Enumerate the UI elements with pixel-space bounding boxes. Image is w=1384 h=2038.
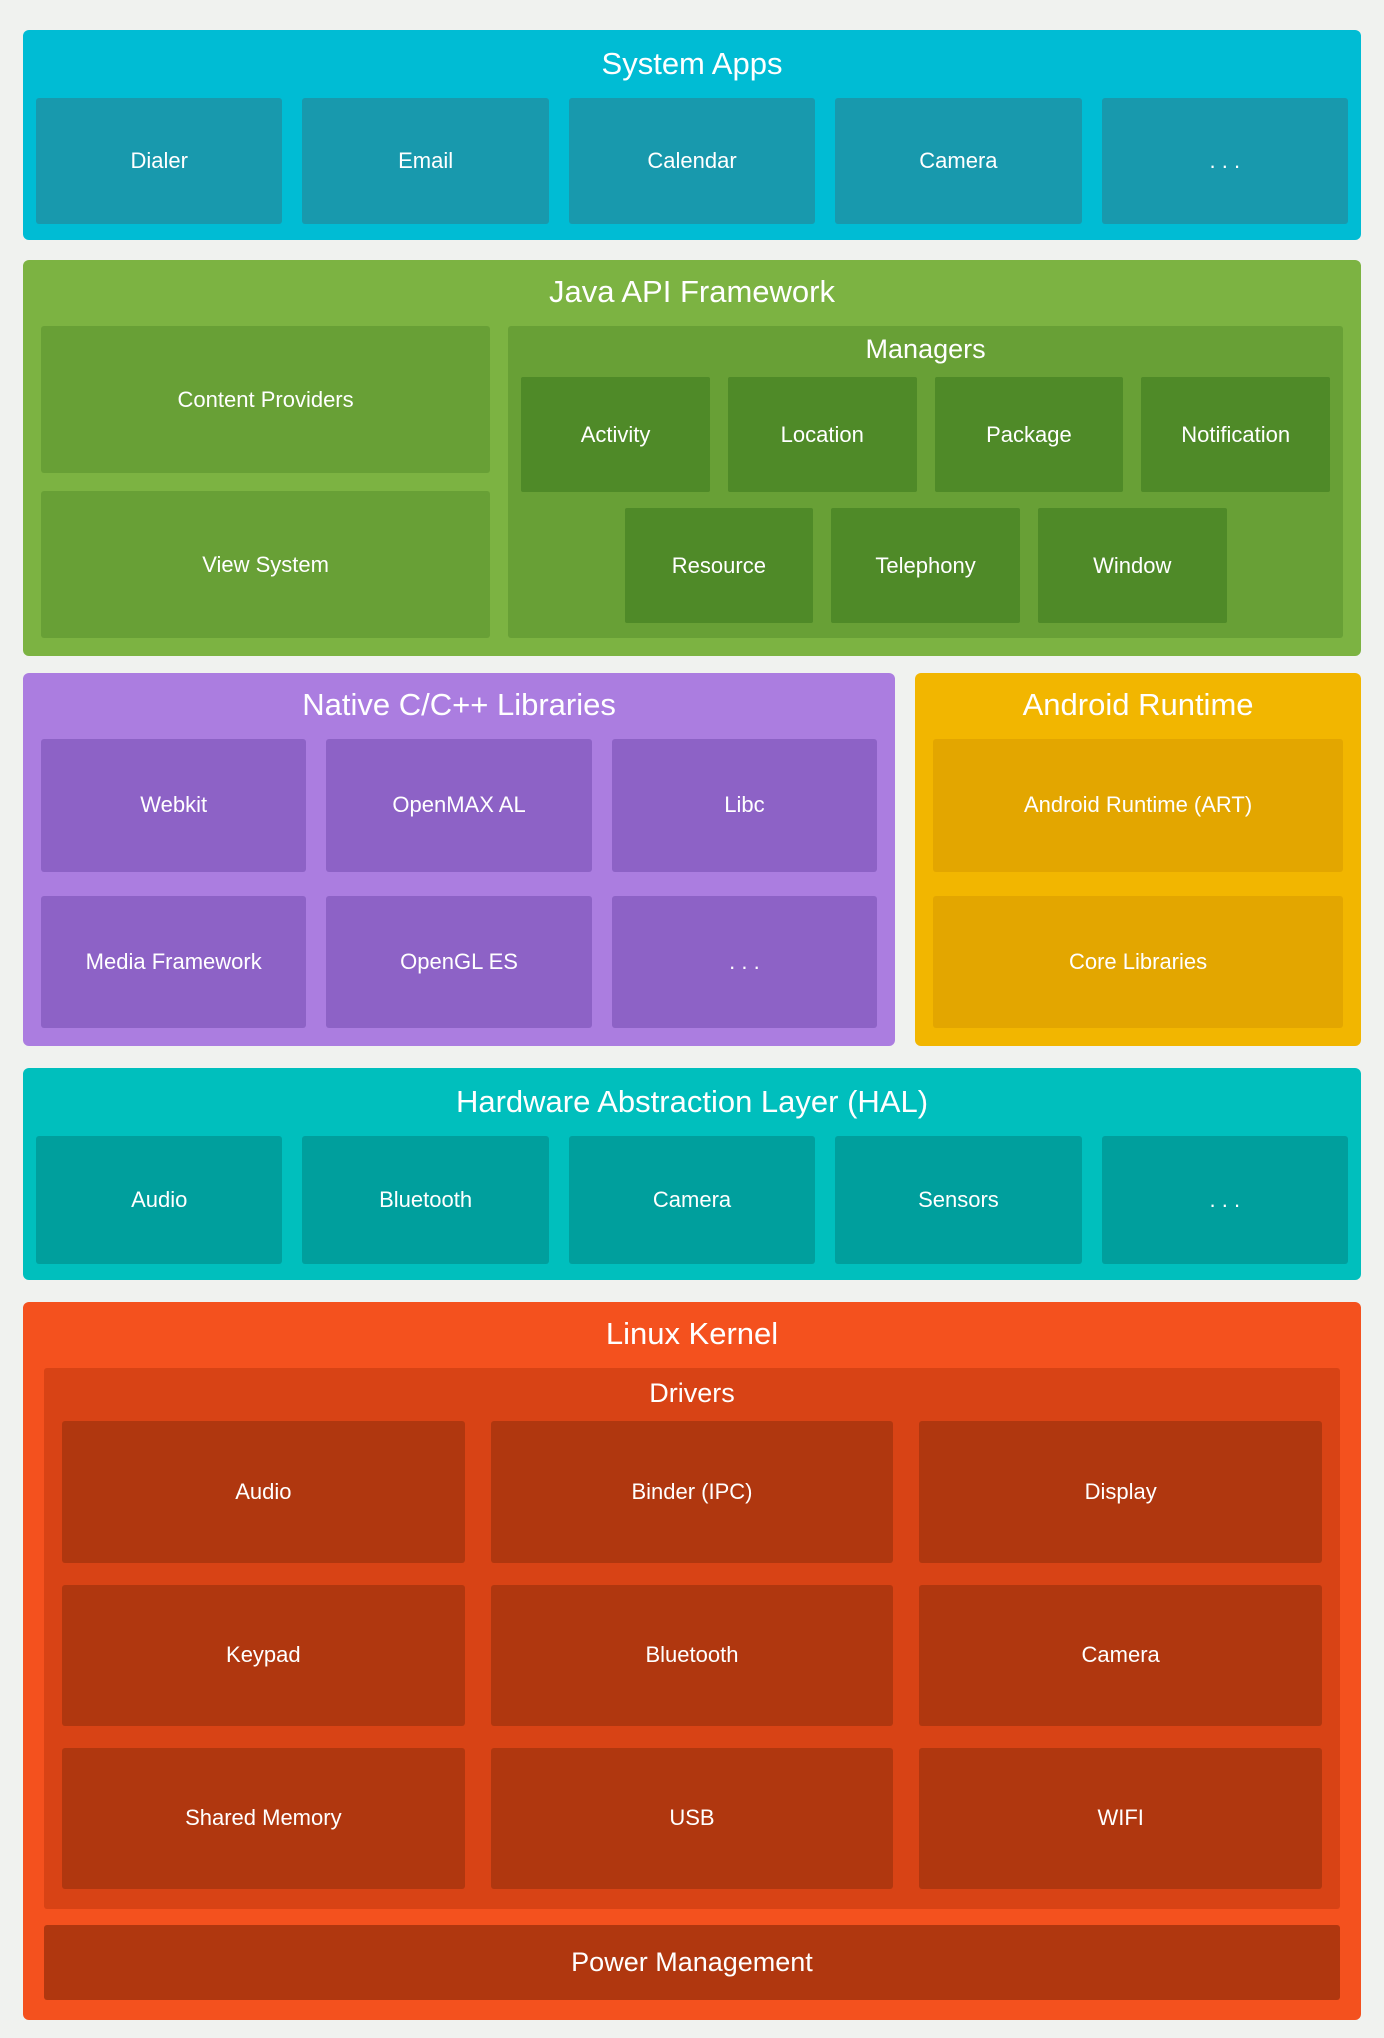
box-driver-binder-ipc: Binder (IPC) xyxy=(490,1421,894,1563)
box-driver-wifi: WIFI xyxy=(919,1747,1322,1889)
box-driver-display: Display xyxy=(919,1421,1322,1563)
android-runtime-title: Android Runtime xyxy=(1022,687,1254,722)
chip-telephony-manager: Telephony xyxy=(831,508,1020,624)
managers-row-1: Activity Location Package Notification xyxy=(521,377,1330,493)
hal-title: Hardware Abstraction Layer (HAL) xyxy=(455,1084,929,1119)
drivers-panel: Drivers Audio Binder (IPC) Display Keypa… xyxy=(44,1368,1340,1909)
android-runtime-boxes: Android Runtime (ART) Core Libraries xyxy=(933,739,1343,1029)
power-management-bar: Power Management xyxy=(44,1925,1340,2000)
box-content-providers: Content Providers xyxy=(41,326,491,474)
drivers-grid: Audio Binder (IPC) Display Keypad Blueto… xyxy=(62,1421,1322,1889)
box-driver-usb: USB xyxy=(490,1747,894,1889)
drivers-title: Drivers xyxy=(649,1378,735,1409)
managers-title: Managers xyxy=(865,334,986,365)
box-hal-ellipsis: . . . xyxy=(1101,1136,1349,1264)
box-driver-camera: Camera xyxy=(919,1584,1322,1726)
chip-resource-manager: Resource xyxy=(624,508,814,624)
box-opengl-es: OpenGL ES xyxy=(326,895,592,1028)
chip-package-manager: Package xyxy=(934,377,1124,493)
native-and-runtime-row: Native C/C++ Libraries Webkit OpenMAX AL… xyxy=(23,673,1361,1046)
box-driver-shared-memory: Shared Memory xyxy=(62,1747,465,1889)
box-hal-sensors: Sensors xyxy=(835,1136,1082,1264)
box-media-framework: Media Framework xyxy=(41,895,307,1028)
chip-activity-manager: Activity xyxy=(521,377,710,493)
java-api-content: Content Providers View System Managers A… xyxy=(41,326,1343,639)
box-native-ellipsis: . . . xyxy=(611,895,878,1028)
box-email: Email xyxy=(302,98,549,224)
box-hal-audio: Audio xyxy=(36,1136,283,1264)
box-hal-camera: Camera xyxy=(568,1136,816,1264)
layer-linux-kernel: Linux Kernel Drivers Audio Binder (IPC) … xyxy=(23,1302,1361,2020)
box-hal-bluetooth: Bluetooth xyxy=(302,1136,549,1264)
box-art: Android Runtime (ART) xyxy=(933,739,1343,872)
layer-native-libraries: Native C/C++ Libraries Webkit OpenMAX AL… xyxy=(23,673,896,1046)
chip-window-manager: Window xyxy=(1037,508,1227,624)
native-libraries-title: Native C/C++ Libraries xyxy=(302,687,616,722)
box-apps-ellipsis: . . . xyxy=(1101,98,1349,224)
box-libc: Libc xyxy=(611,739,878,872)
java-api-title: Java API Framework xyxy=(549,274,835,309)
layer-java-api-framework: Java API Framework Content Providers Vie… xyxy=(23,260,1361,656)
chip-notification-manager: Notification xyxy=(1141,377,1330,493)
java-left-column: Content Providers View System xyxy=(41,326,491,639)
box-calendar: Calendar xyxy=(568,98,816,224)
box-openmax-al: OpenMAX AL xyxy=(326,739,592,872)
hal-row: Audio Bluetooth Camera Sensors . . . xyxy=(36,1136,1349,1264)
native-libraries-grid: Webkit OpenMAX AL Libc Media Framework O… xyxy=(41,739,878,1028)
managers-panel: Managers Activity Location Package Notif… xyxy=(508,326,1343,638)
box-camera-app: Camera xyxy=(835,98,1082,224)
box-dialer: Dialer xyxy=(36,98,283,224)
managers-row-2: Resource Telephony Window xyxy=(521,508,1330,624)
box-view-system: View System xyxy=(41,491,491,639)
box-driver-keypad: Keypad xyxy=(62,1584,465,1726)
system-apps-title: System Apps xyxy=(601,46,783,81)
box-driver-audio: Audio xyxy=(62,1421,465,1563)
chip-location-manager: Location xyxy=(727,377,917,493)
box-webkit: Webkit xyxy=(41,739,307,872)
system-apps-row: Dialer Email Calendar Camera . . . xyxy=(36,98,1349,224)
layer-system-apps: System Apps Dialer Email Calendar Camera… xyxy=(23,30,1361,240)
linux-kernel-title: Linux Kernel xyxy=(605,1316,779,1351)
layer-hal: Hardware Abstraction Layer (HAL) Audio B… xyxy=(23,1068,1361,1280)
box-core-libraries: Core Libraries xyxy=(933,895,1343,1029)
box-driver-bluetooth: Bluetooth xyxy=(490,1584,894,1726)
layer-android-runtime: Android Runtime Android Runtime (ART) Co… xyxy=(915,673,1361,1046)
